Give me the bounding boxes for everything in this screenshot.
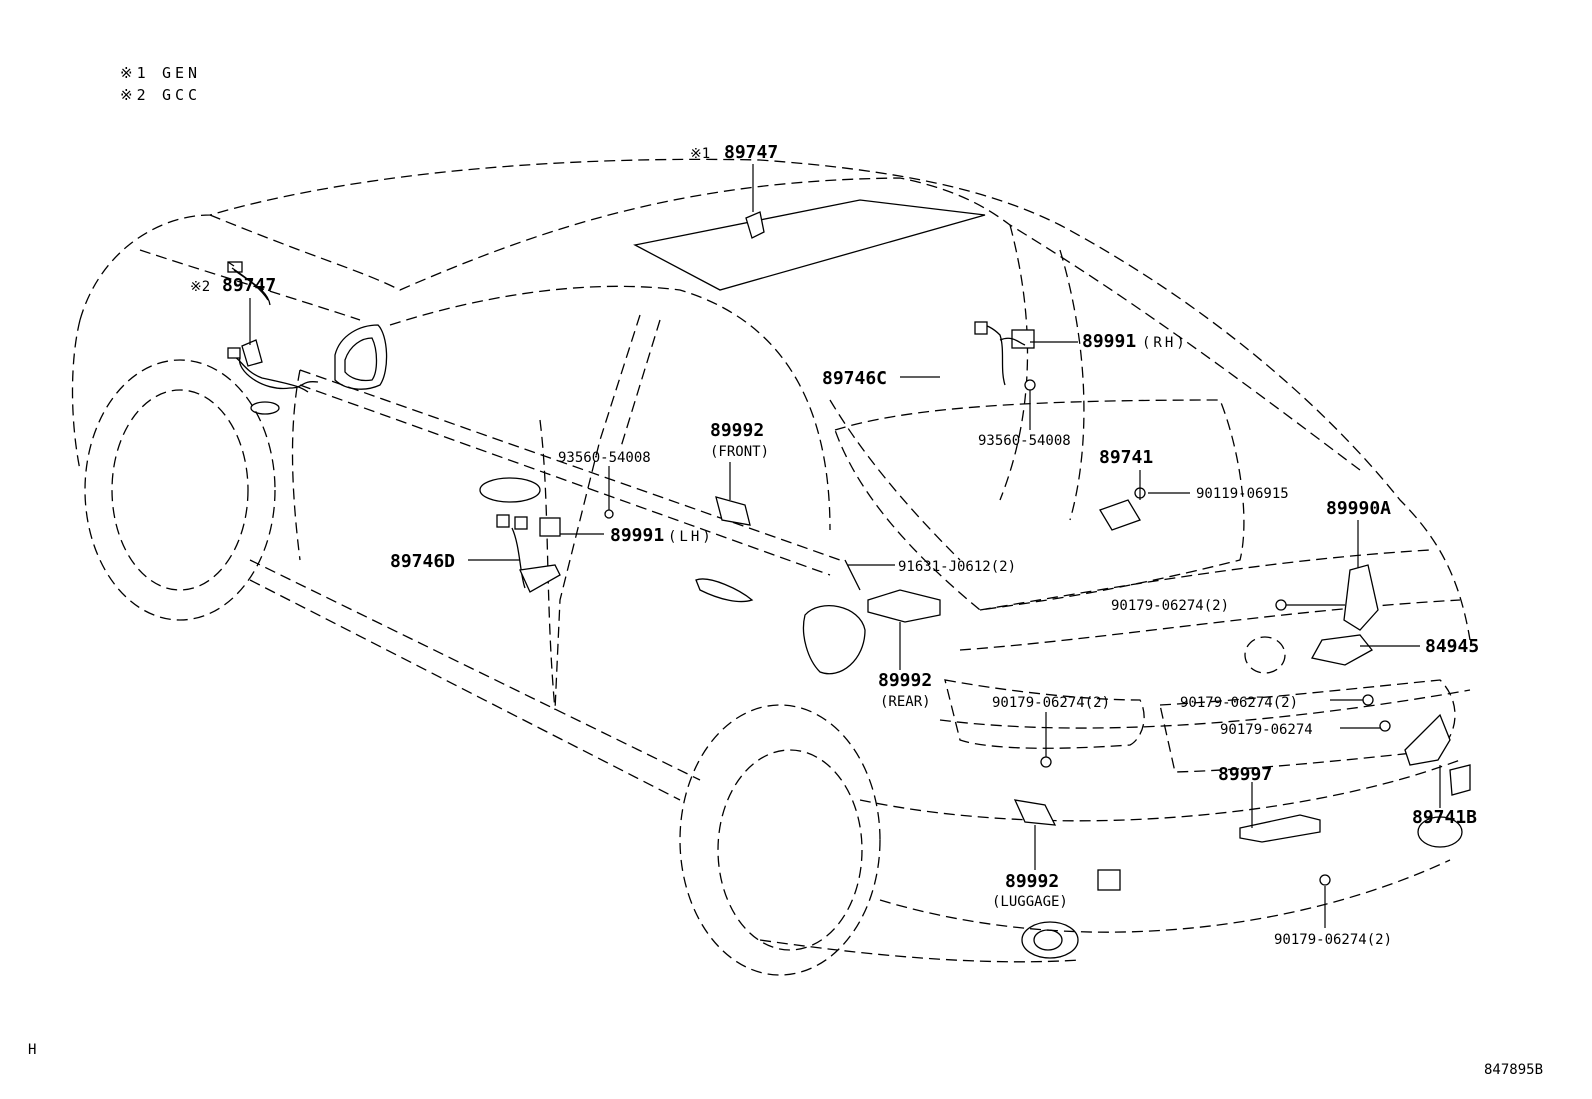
reflector-right bbox=[1449, 764, 1471, 796]
label-90179-e: 90179-06274(2) bbox=[1274, 932, 1392, 948]
switch-84945 bbox=[1311, 634, 1373, 666]
label-84945: 84945 bbox=[1425, 636, 1479, 657]
rear-wheel bbox=[679, 704, 881, 976]
label-90119: 90119-06915 bbox=[1196, 486, 1289, 502]
label-89746c: 89746C bbox=[822, 368, 887, 389]
label-89991-lh-suffix: (LH) bbox=[668, 529, 714, 545]
fuel-door bbox=[802, 605, 866, 675]
label-90179-d: 90179-06274 bbox=[1220, 722, 1313, 738]
label-89747-roof: 89747 bbox=[724, 142, 778, 163]
rh-harness-part bbox=[227, 321, 1036, 393]
figure-id: 847895B bbox=[1484, 1062, 1543, 1078]
label-93560-lh-text: 93560-54008 bbox=[558, 450, 651, 466]
label-89992-front-suffix: (FRONT) bbox=[710, 444, 769, 460]
note-2-text: GCC bbox=[162, 86, 201, 104]
label-89992-front: 89992 bbox=[710, 420, 764, 441]
exhaust-tips bbox=[1021, 816, 1463, 959]
lh-harness-part bbox=[496, 509, 614, 593]
rear-sensor-89992 bbox=[867, 589, 941, 623]
label-89747-side: 89747 bbox=[222, 275, 276, 296]
label-90179-a: 90179-06274(2) bbox=[1111, 598, 1229, 614]
label-90179-b: 90179-06274(2) bbox=[992, 695, 1110, 711]
label-89990a: 89990A bbox=[1326, 498, 1391, 519]
harness-89746c-part bbox=[227, 261, 243, 273]
label-93560-rh: 93560-54008 bbox=[978, 433, 1071, 449]
label-89992-luggage-suffix: (LUGGAGE) bbox=[992, 894, 1068, 910]
door-handles bbox=[250, 401, 754, 603]
label-89992-rear-suffix: (REAR) bbox=[880, 694, 931, 710]
nut-90179-e bbox=[1040, 756, 1052, 768]
car-body-outline bbox=[71, 158, 1471, 963]
bracket-89741b bbox=[1404, 713, 1451, 766]
label-89746d: 89746D bbox=[390, 551, 455, 572]
nut-90179-c bbox=[1379, 720, 1391, 732]
front-sensor-89992 bbox=[715, 496, 751, 526]
note-2-mark: ※2 bbox=[120, 86, 150, 104]
label-89991-lh: 89991 bbox=[610, 525, 664, 546]
side-antenna-part bbox=[241, 339, 263, 367]
nut-90179-b bbox=[1362, 694, 1374, 706]
corner-mark: H bbox=[28, 1042, 36, 1058]
bolt-91631 bbox=[844, 559, 861, 591]
label-91631: 91631-J0612(2) bbox=[898, 559, 1016, 575]
leader-lines bbox=[249, 164, 1441, 928]
roof-antenna-part bbox=[745, 211, 765, 239]
label-89992-rear: 89992 bbox=[878, 670, 932, 691]
front-wheel bbox=[84, 359, 276, 621]
reflector bbox=[1097, 869, 1121, 891]
label-89991-rh: 89991 bbox=[1082, 331, 1136, 352]
label-89991-rh-suffix: (RH) bbox=[1142, 335, 1188, 351]
note-1-text: GEN bbox=[162, 64, 201, 82]
nut-90179-a bbox=[1275, 599, 1287, 611]
label-89741b: 89741B bbox=[1412, 807, 1477, 828]
legend-notes: ※1 GEN ※2 GCC bbox=[120, 64, 201, 104]
antenna-89990a bbox=[1343, 564, 1379, 631]
luggage-sensor-89992 bbox=[1013, 799, 1057, 826]
label-90179-c: 90179-06274(2) bbox=[1180, 695, 1298, 711]
label-89741: 89741 bbox=[1099, 447, 1153, 468]
note-1-mark: ※1 bbox=[120, 64, 150, 82]
label-89997: 89997 bbox=[1218, 764, 1272, 785]
ecu-89741 bbox=[1099, 499, 1141, 531]
label-89992-luggage: 89992 bbox=[1005, 871, 1059, 892]
label-89747-side-mark: ※2 bbox=[190, 279, 210, 295]
part-89997 bbox=[1239, 814, 1321, 843]
harness-89746c-wire-main bbox=[231, 267, 269, 301]
nut-90179-d bbox=[1319, 874, 1331, 886]
label-89747-roof-mark: ※1 bbox=[690, 146, 710, 162]
side-mirror bbox=[334, 324, 388, 390]
